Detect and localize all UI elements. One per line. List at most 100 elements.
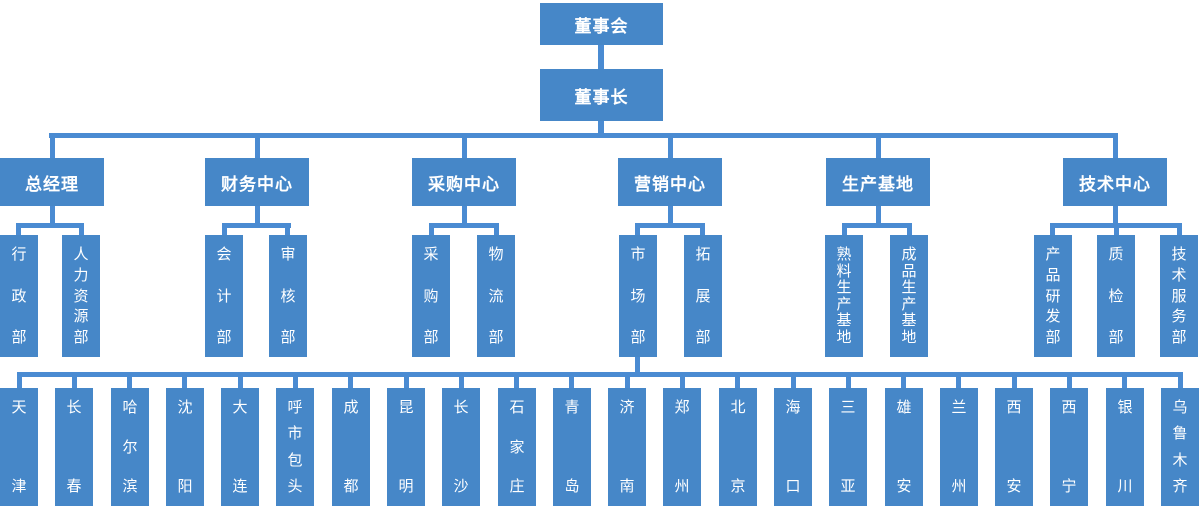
connector-branch-stub xyxy=(348,377,353,388)
connector-department-stub xyxy=(429,228,434,235)
connector-division-stub xyxy=(876,138,881,158)
board-node: 董事会 xyxy=(540,3,663,45)
connector-branch-stub xyxy=(1122,377,1127,388)
branch-office-node: 西安 xyxy=(995,388,1033,506)
connector-chairman-drop xyxy=(598,121,604,133)
connector-branch-stub xyxy=(569,377,574,388)
department-node: 产品研发部 xyxy=(1034,235,1072,357)
connector-branch-stub xyxy=(791,377,796,388)
connector-branch-stub xyxy=(956,377,961,388)
branch-office-node: 哈尔滨 xyxy=(111,388,149,506)
connector-group-rail xyxy=(842,223,912,228)
branch-office-node: 乌鲁木齐 xyxy=(1161,388,1199,506)
connector-branch-stub xyxy=(1012,377,1017,388)
department-node: 人力资源部 xyxy=(62,235,100,357)
connector-group-stub xyxy=(876,206,881,223)
division-node: 采购中心 xyxy=(412,158,516,206)
chairman-node: 董事长 xyxy=(540,69,663,121)
branch-office-node: 呼市包头 xyxy=(276,388,314,506)
connector-division-stub xyxy=(50,138,55,158)
division-node: 技术中心 xyxy=(1063,158,1167,206)
connector-group-rail xyxy=(222,223,291,228)
branch-office-node: 西宁 xyxy=(1050,388,1088,506)
division-node: 营销中心 xyxy=(618,158,722,206)
branch-office-node: 石家庄 xyxy=(498,388,536,506)
connector-division-stub xyxy=(255,138,260,158)
department-node: 技术服务部 xyxy=(1160,235,1198,357)
department-node: 行政部 xyxy=(0,235,38,357)
connector-department-stub xyxy=(842,228,847,235)
branch-office-node: 沈阳 xyxy=(166,388,204,506)
division-node: 生产基地 xyxy=(826,158,930,206)
branch-office-node: 长沙 xyxy=(442,388,480,506)
connector-department-stub xyxy=(700,228,705,235)
connector-department-stub xyxy=(222,228,227,235)
department-node: 会计部 xyxy=(205,235,243,357)
branch-office-node: 三亚 xyxy=(829,388,867,506)
connector-department-stub xyxy=(1050,228,1055,235)
connector-branch-stub xyxy=(680,377,685,388)
connector-group-stub xyxy=(255,206,260,223)
connector-group-rail xyxy=(1050,223,1182,228)
connector-branch-rail xyxy=(17,372,1183,377)
connector-branch-stub xyxy=(238,377,243,388)
connector-department-stub xyxy=(494,228,499,235)
connector-branch-stub xyxy=(514,377,519,388)
branch-office-node: 大连 xyxy=(221,388,259,506)
connector-main-rail xyxy=(49,133,1118,138)
connector-branch-stub xyxy=(127,377,132,388)
connector-group-stub xyxy=(668,206,673,223)
connector-group-rail xyxy=(635,223,705,228)
branch-office-node: 青岛 xyxy=(553,388,591,506)
branch-office-node: 成都 xyxy=(332,388,370,506)
department-node: 市场部 xyxy=(619,235,657,357)
connector-division-stub xyxy=(1113,138,1118,158)
connector-department-stub xyxy=(16,228,21,235)
branch-office-node: 雄安 xyxy=(885,388,923,506)
connector-branch-stub xyxy=(17,377,22,388)
connector-department-stub xyxy=(907,228,912,235)
branch-office-node: 银川 xyxy=(1106,388,1144,506)
division-node: 总经理 xyxy=(0,158,104,206)
connector-branch-stub xyxy=(625,377,630,388)
connector-marketing-drop xyxy=(635,357,640,372)
branch-office-node: 天津 xyxy=(0,388,38,506)
branch-office-node: 昆明 xyxy=(387,388,425,506)
department-node: 审核部 xyxy=(269,235,307,357)
connector-branch-stub xyxy=(404,377,409,388)
connector-branch-stub xyxy=(459,377,464,388)
connector-board-chairman xyxy=(598,45,604,69)
connector-department-stub xyxy=(1114,228,1119,235)
connector-branch-stub xyxy=(735,377,740,388)
connector-branch-stub xyxy=(293,377,298,388)
connector-group-stub xyxy=(1113,206,1118,223)
connector-group-stub xyxy=(50,206,55,223)
department-node: 物流部 xyxy=(477,235,515,357)
connector-branch-stub xyxy=(901,377,906,388)
connector-group-rail xyxy=(429,223,499,228)
department-node: 拓展部 xyxy=(684,235,722,357)
connector-department-stub xyxy=(285,228,290,235)
connector-branch-stub xyxy=(1067,377,1072,388)
branch-office-node: 长春 xyxy=(55,388,93,506)
connector-department-stub xyxy=(635,228,640,235)
connector-group-stub xyxy=(462,206,467,223)
connector-branch-stub xyxy=(182,377,187,388)
connector-division-stub xyxy=(668,138,673,158)
department-node: 质检部 xyxy=(1097,235,1135,357)
connector-branch-stub xyxy=(1178,377,1183,388)
branch-office-node: 郑州 xyxy=(663,388,701,506)
connector-branch-stub xyxy=(846,377,851,388)
connector-division-stub xyxy=(462,138,467,158)
department-node: 成品生产基地 xyxy=(890,235,928,357)
branch-office-node: 海口 xyxy=(774,388,812,506)
branch-office-node: 济南 xyxy=(608,388,646,506)
branch-office-node: 兰州 xyxy=(940,388,978,506)
department-node: 熟料生产基地 xyxy=(825,235,863,357)
connector-department-stub xyxy=(1177,228,1182,235)
department-node: 采购部 xyxy=(412,235,450,357)
branch-office-node: 北京 xyxy=(719,388,757,506)
division-node: 财务中心 xyxy=(205,158,309,206)
connector-group-rail xyxy=(16,223,84,228)
